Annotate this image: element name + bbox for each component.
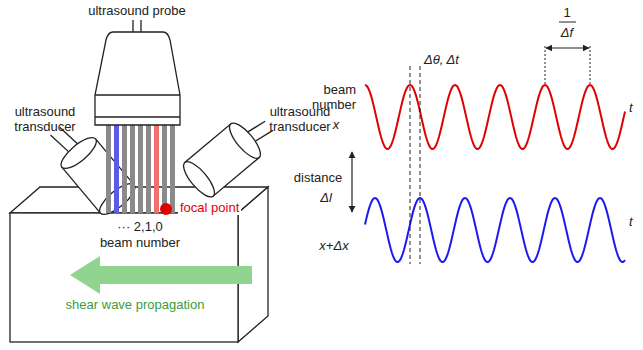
beam-number-label: beam number	[98, 235, 182, 250]
shear-wave-arrow	[70, 256, 252, 294]
beam-symbol: x	[333, 117, 340, 132]
time-axis-label: t	[629, 100, 633, 115]
fraction-denominator: Δf	[561, 25, 573, 40]
focal-point-label: focal point	[178, 200, 241, 215]
ultrasound-probe	[95, 20, 180, 125]
time-axis-label: t	[629, 214, 633, 229]
right-transducer	[179, 106, 281, 201]
transducer-label: ultrasound transducer	[3, 104, 87, 134]
fraction-bar	[559, 22, 576, 23]
distance-arrow	[351, 152, 352, 212]
beam-index-label: ··· 2,1,0	[115, 219, 165, 234]
fraction-numerator: 1	[563, 5, 570, 20]
blue-sine-wave	[365, 198, 625, 262]
period-arrow	[546, 47, 589, 48]
dashed-line	[410, 66, 411, 264]
probe-label: ultrasound probe	[88, 3, 186, 18]
beam-symbol: x+Δx	[319, 238, 348, 253]
dashed-line	[420, 66, 421, 264]
beam-number-label: beam number	[296, 82, 356, 112]
phase-label: Δθ, Δt	[424, 52, 459, 67]
period-tick	[590, 46, 591, 84]
focal-point-dot	[160, 203, 172, 215]
period-tick	[545, 46, 546, 84]
distance-symbol: Δl	[320, 190, 332, 205]
beam-lines	[106, 125, 175, 213]
red-sine-wave	[365, 85, 625, 149]
distance-label: distance	[294, 170, 342, 185]
shear-wave-label: shear wave propagation	[64, 297, 207, 312]
